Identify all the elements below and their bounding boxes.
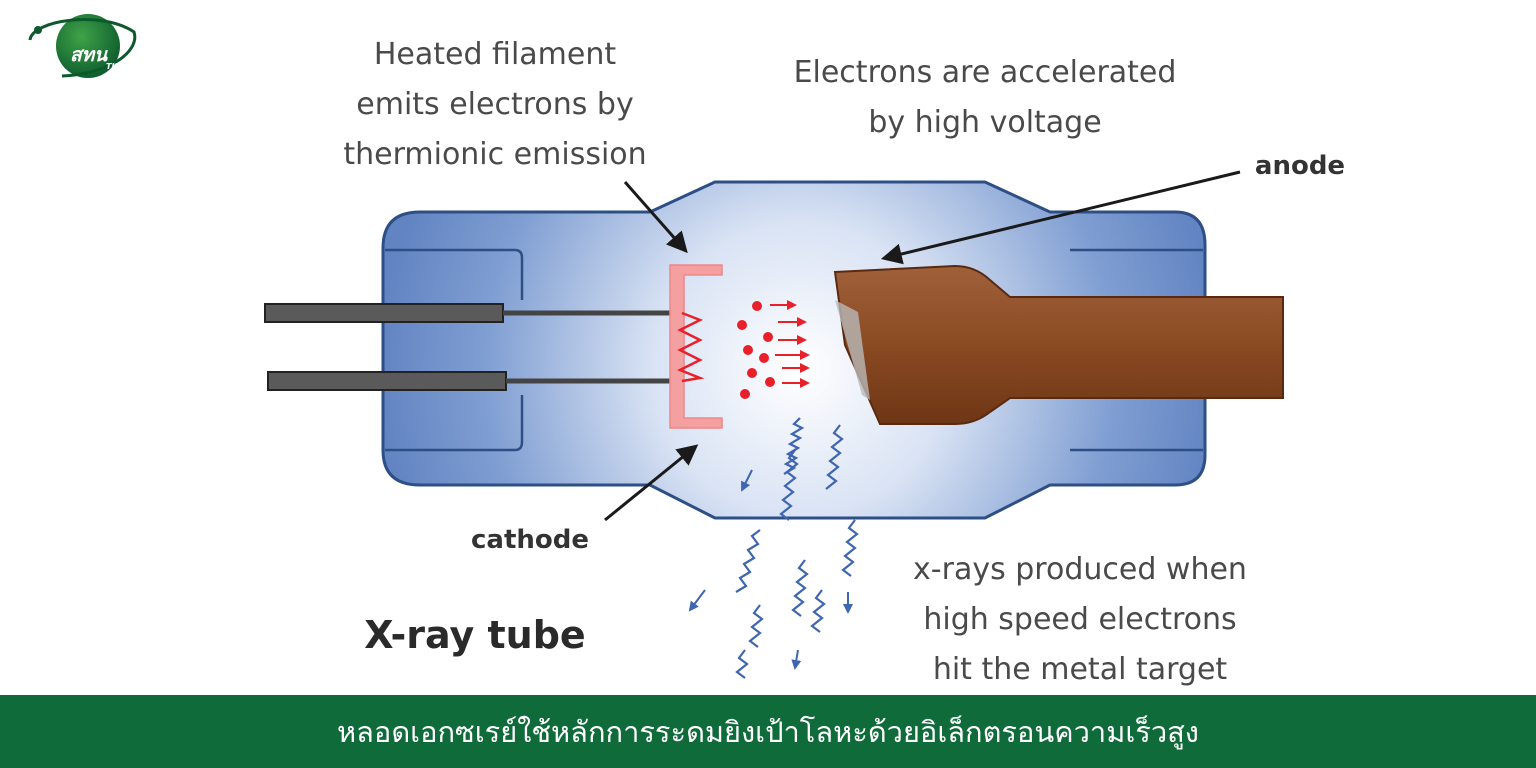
xrays-label: x-rays produced when high speed electron… xyxy=(880,545,1280,695)
xray-tube-diagram xyxy=(264,170,1284,679)
xrays-label-line-3: hit the metal target xyxy=(932,652,1228,687)
caption-bar: หลอดเอกซเรย์ใช้หลักการระดมยิงเป้าโลหะด้ว… xyxy=(0,695,1536,768)
filament-coil xyxy=(676,311,705,383)
anode-callout-arrow xyxy=(880,170,1241,265)
tint-logo: สทน TINT xyxy=(22,10,140,80)
tube-body xyxy=(381,180,1207,520)
xray-waves xyxy=(735,417,859,679)
filament-label-line-3: thermionic emission xyxy=(343,137,647,172)
cathode-callout-arrow xyxy=(604,444,699,522)
filament-label-line-2: emits electrons by xyxy=(356,87,634,122)
cathode-lead-top xyxy=(264,303,504,323)
cathode-cup xyxy=(669,264,723,429)
filament-label-line-1: Heated filament xyxy=(373,37,617,72)
anode-body xyxy=(833,264,1284,425)
electrons xyxy=(737,301,775,399)
accelerated-label: Electrons are accelerated by high voltag… xyxy=(770,48,1200,148)
filament-label: Heated filament emits electrons by therm… xyxy=(330,30,660,180)
logo-main-text: สทน xyxy=(70,44,108,66)
accelerated-label-line-2: by high voltage xyxy=(868,105,1102,140)
electron-arrows xyxy=(770,300,810,388)
diagram-title: X-ray tube xyxy=(364,613,586,657)
cathode-label: cathode xyxy=(470,525,589,555)
cathode-lead-bottom xyxy=(267,371,507,391)
caption-text: หลอดเอกซเรย์ใช้หลักการระดมยิงเป้าโลหะด้ว… xyxy=(337,714,1199,749)
logo-sub-text: TINT xyxy=(106,62,127,71)
xrays-label-line-1: x-rays produced when xyxy=(913,552,1247,587)
tube-inner-left xyxy=(385,248,524,452)
logo-graphic xyxy=(28,14,137,78)
xrays-label-line-2: high speed electrons xyxy=(923,602,1237,637)
filament-callout-arrow xyxy=(623,181,688,254)
accelerated-label-line-1: Electrons are accelerated xyxy=(793,55,1177,90)
xray-arrowheads xyxy=(688,469,853,670)
tube-inner-right xyxy=(1070,248,1203,452)
anode-target-face xyxy=(835,300,870,400)
anode-label: anode xyxy=(1254,151,1346,181)
